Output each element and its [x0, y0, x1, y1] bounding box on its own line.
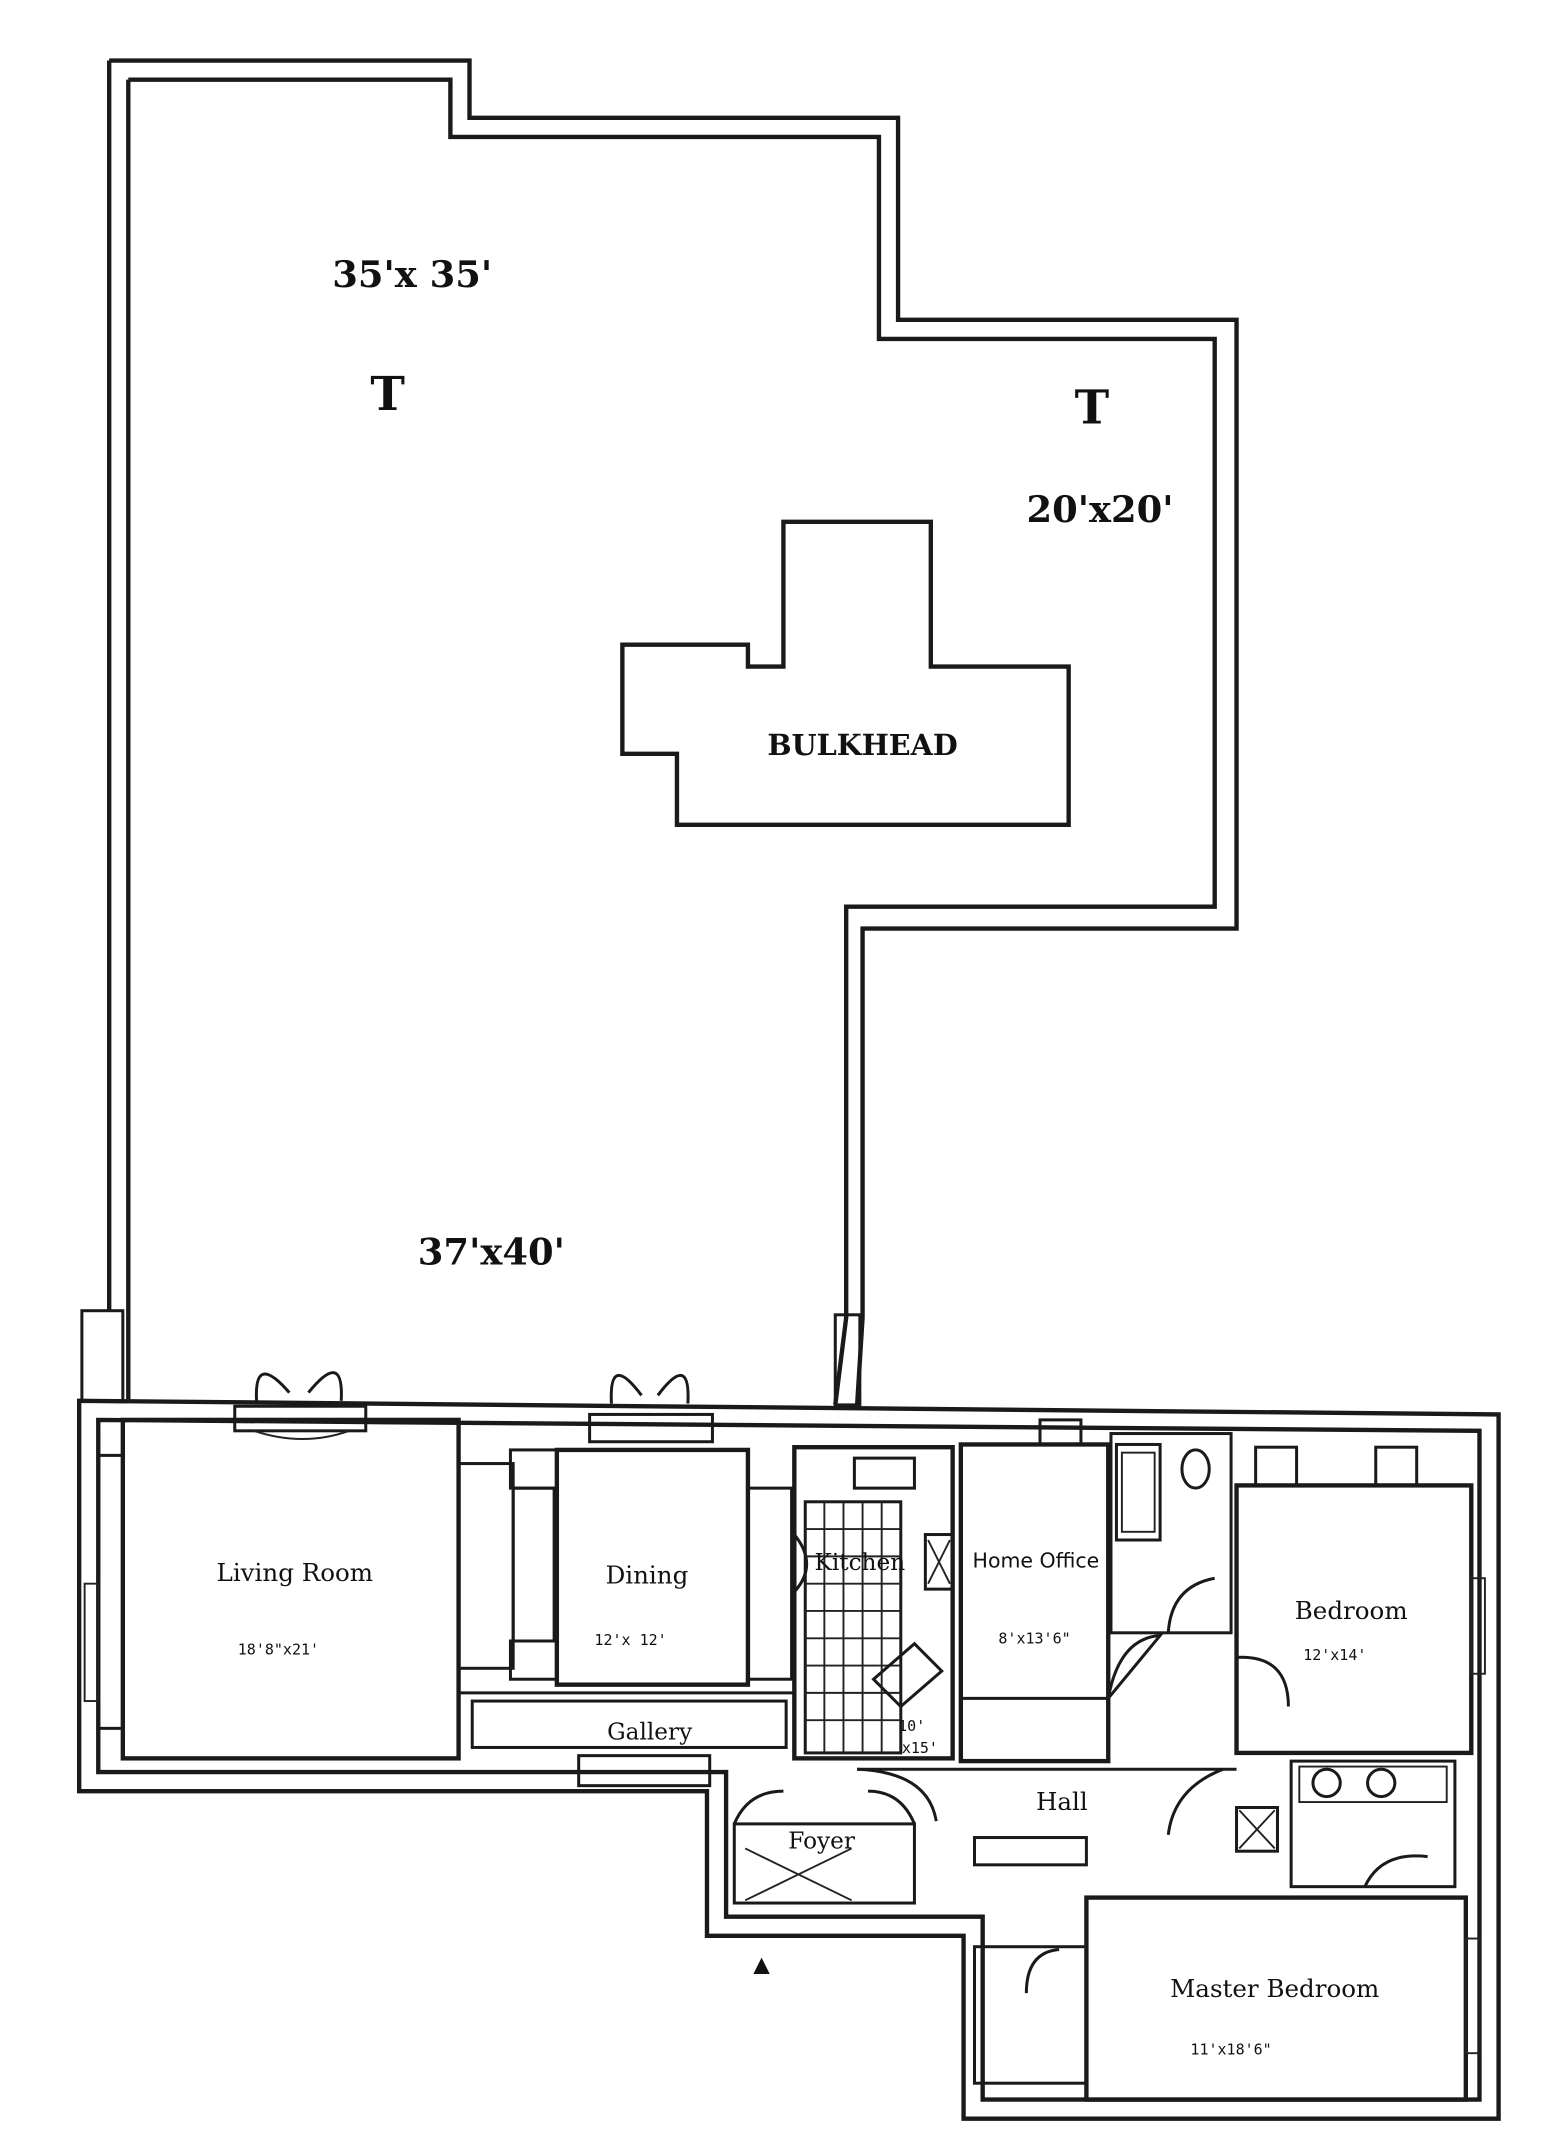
bulkhead-outline — [620, 519, 1071, 828]
living-room-label: Living Room — [217, 1558, 374, 1587]
apartment-walls — [76, 1398, 1501, 2121]
home-office-label: Home Office — [973, 1548, 1100, 1572]
gallery-label: Gallery — [607, 1718, 693, 1745]
master-bedroom-label: Master Bedroom — [1170, 1974, 1379, 2003]
terrace-main-dimension: 37'x40' — [418, 1229, 565, 1273]
bath-1 — [1109, 1432, 1233, 1635]
kitchen-dimension-a: 10' — [898, 1717, 925, 1735]
gallery-outline — [470, 1699, 788, 1749]
dining-dimension: 12'x 12' — [594, 1631, 666, 1649]
terrace-nw-dimension: 35'x 35' — [332, 252, 492, 296]
terrace-ne-marker: T — [1075, 380, 1110, 435]
terrace-outline — [80, 58, 1239, 1407]
home-office — [958, 1418, 1164, 1764]
kitchen-dimension-b: x15' — [902, 1739, 938, 1757]
living-room — [83, 1417, 556, 1761]
home-office-dimension: 8'x13'6" — [998, 1630, 1070, 1648]
master-bedroom-dimension: 11'x18'6" — [1190, 2041, 1271, 2059]
kitchen-label: Kitchen — [815, 1549, 906, 1576]
entry-arrow-icon — [753, 1957, 770, 1975]
kitchen — [792, 1445, 955, 1761]
bedroom-dimension: 12'x14' — [1303, 1646, 1366, 1664]
terrace-doors — [233, 1371, 714, 1444]
bedroom — [1234, 1445, 1486, 1756]
dining-room — [508, 1447, 794, 1687]
hall — [857, 1767, 1237, 1835]
foyer — [732, 1789, 916, 1975]
bath-2 — [1235, 1759, 1457, 1889]
foyer-label: Foyer — [788, 1827, 856, 1854]
terrace-ne-dimension: 20'x20' — [1027, 487, 1174, 531]
bulkhead-label: BULKHEAD — [767, 728, 957, 762]
terrace-nw-marker: T — [370, 366, 405, 421]
bedroom-label: Bedroom — [1295, 1596, 1408, 1625]
master-bedroom — [972, 1836, 1481, 2102]
hall-label: Hall — [1036, 1787, 1088, 1816]
dining-label: Dining — [606, 1561, 689, 1590]
living-room-dimension: 18'8"x21' — [238, 1641, 319, 1659]
